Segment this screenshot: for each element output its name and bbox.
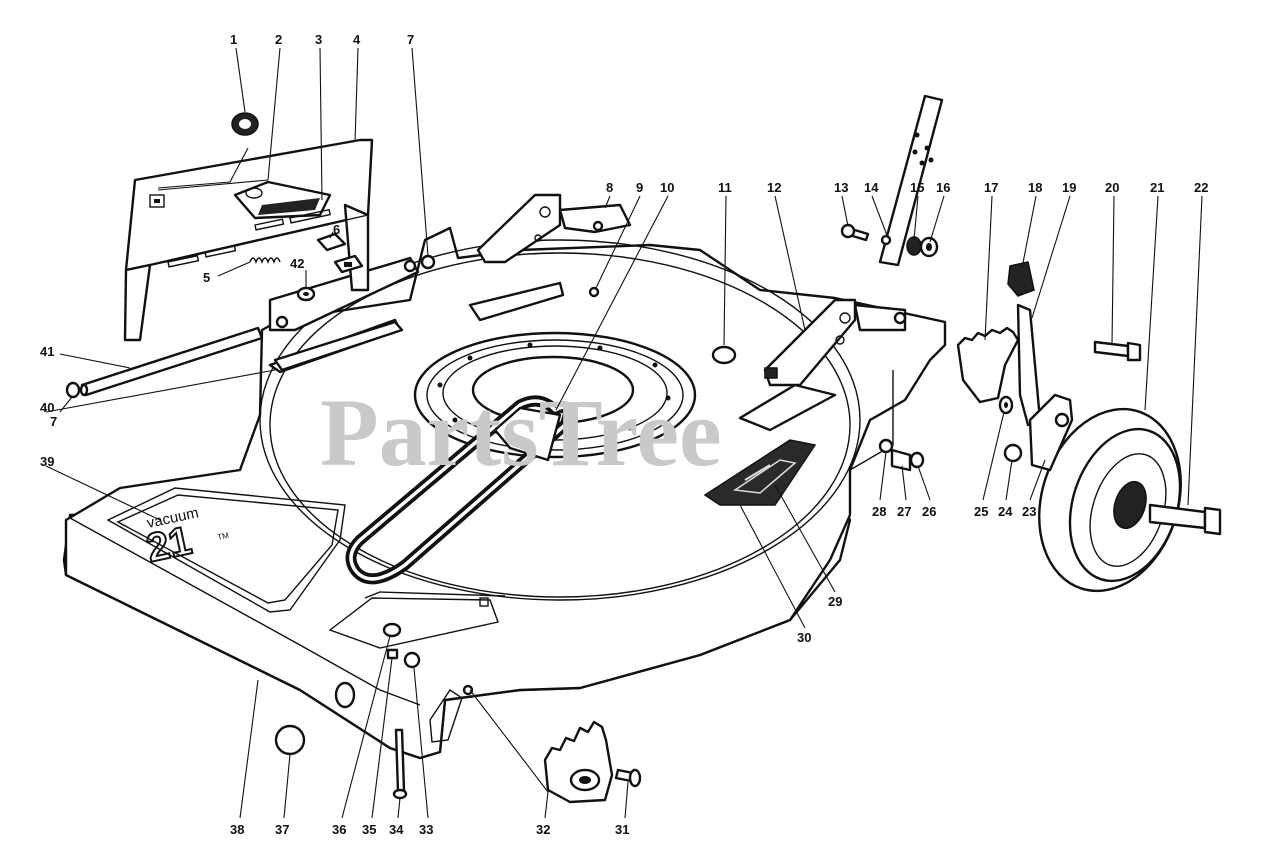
callout-27: 27 — [897, 504, 911, 519]
logo-tm-text: TM — [217, 531, 230, 542]
callout-3: 3 — [315, 32, 322, 47]
part-5-spring — [249, 257, 281, 264]
callout-28: 28 — [872, 504, 886, 519]
callout-12: 12 — [767, 180, 781, 195]
callout-7-left: 7 — [50, 414, 57, 429]
callout-33: 33 — [419, 822, 433, 837]
callout-20: 20 — [1105, 180, 1119, 195]
part-29-decal — [703, 439, 817, 506]
callout-22: 22 — [1194, 180, 1208, 195]
callout-14: 14 — [864, 180, 879, 195]
callout-19: 19 — [1062, 180, 1076, 195]
watermark-text: PartsTree — [320, 379, 722, 486]
callout-38: 38 — [230, 822, 244, 837]
callout-17: 17 — [984, 180, 998, 195]
part-10-belt — [345, 395, 574, 585]
callout-39: 39 — [40, 454, 54, 469]
part-14-lever — [878, 94, 944, 267]
part-41-rod — [79, 326, 264, 397]
part-17-notched-plate — [956, 326, 1020, 404]
callout-6: 6 — [333, 222, 340, 237]
part-18-knob — [1007, 261, 1035, 297]
part-16-nut — [919, 236, 939, 258]
callout-41: 41 — [40, 344, 54, 359]
callout-8: 8 — [606, 180, 613, 195]
callout-26: 26 — [922, 504, 936, 519]
callout-24: 24 — [998, 504, 1013, 519]
part-12-bracket — [763, 298, 907, 387]
callout-labels: 1 2 3 4 5 6 7 7 8 9 10 11 12 13 14 15 16… — [40, 32, 1208, 837]
callout-13: 13 — [834, 180, 848, 195]
part-23-wheel-bracket — [1028, 393, 1074, 472]
part-9-screw — [588, 286, 600, 298]
part-31-bolt — [614, 768, 642, 788]
callout-11: 11 — [718, 180, 732, 195]
callout-40: 40 — [40, 400, 54, 415]
callout-1: 1 — [230, 32, 237, 47]
callout-34: 34 — [389, 822, 404, 837]
callout-35: 35 — [362, 822, 376, 837]
callout-9: 9 — [636, 180, 643, 195]
part-21-wheel — [1038, 407, 1182, 593]
mower-deck: vacuum 21 TM — [62, 226, 947, 760]
part-11-plug — [711, 345, 737, 365]
logo-21-text: 21 — [143, 519, 196, 571]
part-26-washer — [909, 451, 925, 469]
part-8-bracket — [476, 193, 632, 264]
part-34-screw — [392, 728, 408, 800]
part-20-bolt — [1093, 340, 1142, 362]
part-33-nut — [403, 651, 421, 669]
part-1-plug — [231, 112, 259, 136]
part-22-axle-bolt — [1148, 503, 1222, 536]
part-4-rear-door — [123, 138, 374, 342]
callout-2: 2 — [275, 32, 282, 47]
callout-29: 29 — [828, 594, 842, 609]
part-13-bolt — [840, 223, 870, 242]
callout-42: 42 — [290, 256, 304, 271]
part-37-plug — [274, 681, 356, 756]
part-6-retainer — [316, 232, 364, 274]
part-36-nut — [382, 622, 402, 638]
callout-10: 10 — [660, 180, 674, 195]
callout-37: 37 — [275, 822, 289, 837]
callout-16: 16 — [936, 180, 950, 195]
part-40-strip — [273, 320, 404, 372]
callout-30: 30 — [797, 630, 811, 645]
part-24-nut — [1003, 443, 1023, 463]
callout-21: 21 — [1150, 180, 1164, 195]
callout-4: 4 — [353, 32, 361, 47]
part-32-notched-plate — [543, 720, 614, 804]
callout-31: 31 — [615, 822, 629, 837]
part-7-nut-left — [65, 381, 81, 399]
part-42-nut — [296, 286, 316, 302]
callout-5: 5 — [203, 270, 210, 285]
callout-25: 25 — [974, 504, 988, 519]
leader-lines — [45, 47, 1203, 819]
callout-7-top: 7 — [407, 32, 414, 47]
part-25-washer — [998, 395, 1014, 415]
callout-23: 23 — [1022, 504, 1036, 519]
callout-15: 15 — [910, 180, 924, 195]
part-7-nut-right — [420, 254, 436, 270]
part-27-bracket — [890, 448, 912, 472]
part-35-clip — [386, 648, 399, 660]
callout-36: 36 — [332, 822, 346, 837]
callout-18: 18 — [1028, 180, 1042, 195]
part-19-lever — [1016, 303, 1042, 427]
part-28-nut — [878, 438, 894, 454]
callout-32: 32 — [536, 822, 550, 837]
